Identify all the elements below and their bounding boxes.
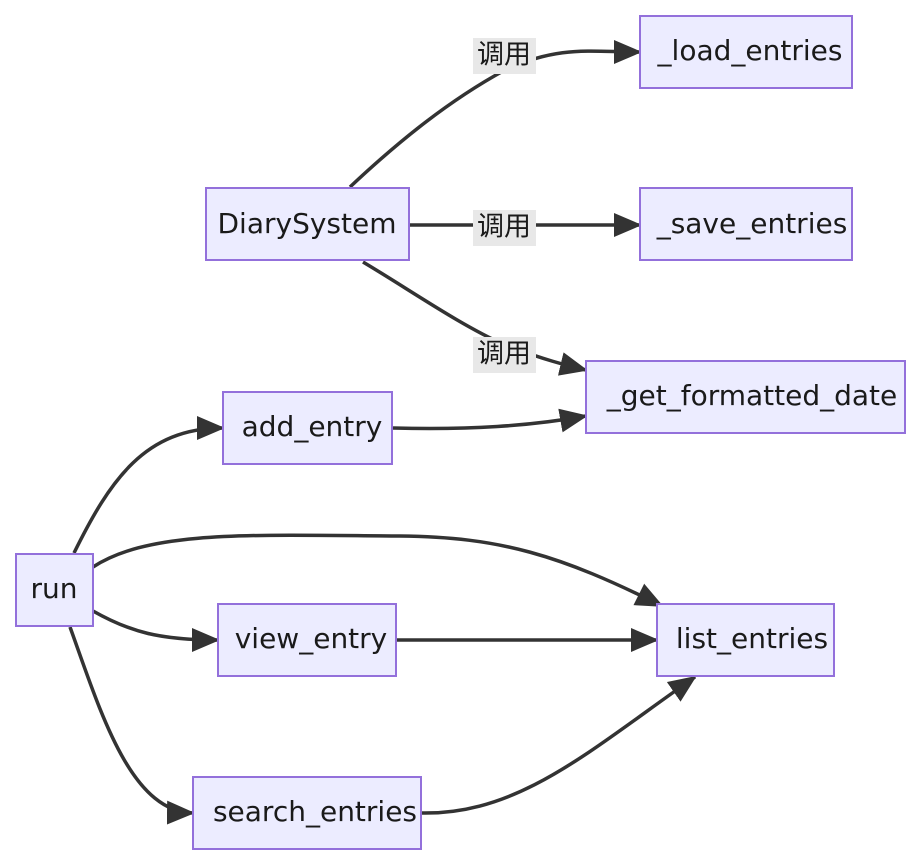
edge-label-bg-date	[473, 337, 536, 373]
edge-run-to-view-entry	[92, 609, 220, 652]
edge-run-to-add-entry	[72, 416, 225, 554]
node-label-add-entry: add_entry	[242, 410, 383, 443]
edge-run-to-list-entries	[92, 533, 664, 608]
node-add-entry[interactable]: add_entry	[222, 391, 393, 465]
node-view-entry[interactable]: view_entry	[217, 603, 397, 677]
node-search-entries[interactable]: search_entries	[192, 776, 422, 850]
node-diary-system[interactable]: DiarySystem	[205, 187, 410, 261]
node-label-load-entries: _load_entries	[657, 34, 843, 67]
edge-label-to-save: 调用	[477, 212, 531, 243]
edge-run-to-search-entries	[68, 626, 195, 825]
node-label-view-entry: view_entry	[235, 622, 388, 655]
edge-label-bg-load	[473, 38, 536, 74]
node-list-entries[interactable]: list_entries	[656, 603, 835, 677]
edge-label-to-load: 调用	[477, 40, 531, 71]
edge-add-entry-to-get-formatted-date	[392, 408, 588, 433]
node-label-save-entries: _save_entries	[656, 207, 848, 240]
edge-search-entries-to-list-entries	[420, 675, 697, 815]
node-label-get-formatted-date: _get_formatted_date	[606, 379, 898, 412]
node-run[interactable]: run	[15, 553, 94, 627]
edge-labels: 调用 调用 调用	[473, 38, 536, 373]
node-save-entries[interactable]: _save_entries	[639, 187, 853, 261]
edge-label-bg-save	[473, 210, 536, 246]
node-load-entries[interactable]: _load_entries	[639, 15, 853, 89]
node-label-search-entries: search_entries	[213, 795, 417, 828]
node-label-diary-system: DiarySystem	[218, 207, 397, 240]
edges	[68, 39, 697, 825]
edge-label-to-date: 调用	[477, 339, 531, 370]
node-get-formatted-date[interactable]: _get_formatted_date	[585, 360, 906, 434]
node-label-run: run	[30, 572, 77, 605]
node-label-list-entries: list_entries	[676, 622, 828, 655]
